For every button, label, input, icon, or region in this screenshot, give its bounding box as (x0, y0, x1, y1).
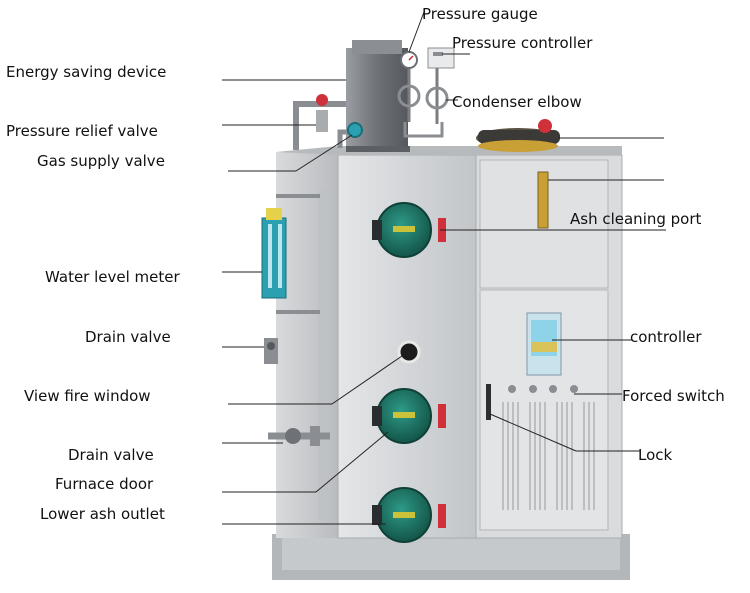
pressure-relief-valve (293, 94, 346, 150)
condenser-elbow (397, 84, 449, 138)
top-cleaning-lid (476, 119, 560, 152)
forced-switches (508, 385, 578, 393)
cabinet-lock (486, 384, 491, 420)
label-view-fire-window: View fire window (24, 387, 151, 405)
label-drain-valve-upper: Drain valve (85, 328, 171, 346)
leader-view-fire-window-diag (331, 355, 403, 405)
drain-valve-lower (268, 426, 330, 446)
furnace-door (372, 388, 446, 444)
label-ash-cleaning-port: Ash cleaning port (570, 210, 702, 228)
ash-cleaning-slot (537, 171, 549, 229)
drain-valve-upper (264, 338, 278, 364)
label-energy-saving-device: Energy saving device (6, 63, 167, 81)
controller-screen (526, 312, 562, 376)
label-controller: controller (630, 328, 702, 346)
boiler-left-side (276, 152, 338, 538)
leader-pressure-gauge (408, 11, 425, 53)
view-fire-window (397, 340, 421, 364)
label-lock: Lock (638, 446, 673, 464)
leader-lines (222, 11, 666, 525)
lower-ash-outlet-door (372, 487, 446, 543)
label-lower-ash-outlet: Lower ash outlet (40, 505, 165, 523)
leader-furnace-door-diag (315, 431, 389, 493)
label-forced-switch: Forced switch (622, 387, 725, 405)
label-gas-supply-valve: Gas supply valve (37, 152, 165, 170)
label-pressure-gauge: Pressure gauge (422, 5, 538, 23)
label-pressure-controller: Pressure controller (452, 34, 593, 52)
label-drain-valve-lower: Drain valve (68, 446, 154, 464)
pressure-controller (427, 47, 455, 124)
leader-lock (489, 413, 577, 452)
leader-gas-supply-valve-diag (295, 134, 353, 172)
base-plinth (272, 534, 630, 580)
label-water-level-meter: Water level meter (45, 268, 180, 286)
label-furnace-door: Furnace door (55, 475, 154, 493)
water-level-meter (261, 194, 320, 314)
label-pressure-relief-valve: Pressure relief valve (6, 122, 158, 140)
label-condenser-elbow: Condenser elbow (452, 93, 582, 111)
